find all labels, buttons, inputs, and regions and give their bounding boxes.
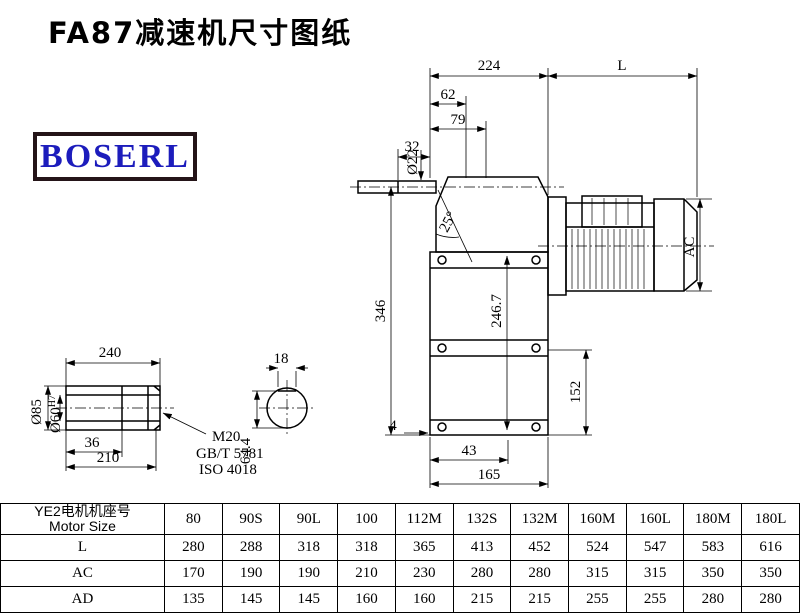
cell-AD-7: 255	[568, 586, 627, 613]
cell-AC-8: 315	[625, 560, 685, 587]
cell-AC-0: 170	[164, 560, 223, 587]
cell-AD-4: 160	[394, 586, 454, 613]
cell-AC-9: 350	[683, 560, 743, 587]
cell-L-6: 452	[510, 534, 570, 561]
dim-64-4-label: 64.4	[238, 437, 254, 464]
dim-dia60H7-label: Ø60H7	[47, 395, 64, 433]
cell-AD-3: 160	[337, 586, 396, 613]
motor	[547, 195, 698, 296]
standard-gbt-label: GB/T 5781	[196, 446, 264, 462]
page-title: FA87减速机尺寸图纸	[48, 16, 353, 50]
dim-79-label: 79	[451, 112, 466, 128]
dim-18-label: 18	[274, 351, 289, 367]
motor-size-header-cell: YE2电机机座号 Motor Size	[0, 503, 165, 535]
cell-AC-5: 280	[452, 560, 512, 587]
col-180M: 180M	[683, 503, 743, 535]
cell-AC-3: 210	[337, 560, 396, 587]
dimensions-main: 224 L 62 79 32 Ø22 25° 346 246.7 AC 152 …	[373, 58, 712, 488]
cell-L-0: 280	[164, 534, 223, 561]
col-132S: 132S	[452, 503, 512, 535]
cell-AD-6: 215	[510, 586, 570, 613]
cell-AD-5: 215	[452, 586, 512, 613]
col-160M: 160M	[568, 503, 627, 535]
col-112M: 112M	[394, 503, 454, 535]
cell-AD-9: 280	[683, 586, 743, 613]
cell-L-9: 583	[683, 534, 743, 561]
technical-drawing: 224 L 62 79 32 Ø22 25° 346 246.7 AC 152 …	[29, 58, 714, 488]
cell-AC-6: 280	[510, 560, 570, 587]
cell-AD-10: 280	[741, 586, 800, 613]
motor-size-header-en: Motor Size	[49, 518, 116, 534]
shaft-detail: 240 Ø85 Ø60H7 36 210 M20 GB/T 5781 ISO 4…	[29, 345, 264, 478]
dim-4-label: 4	[389, 418, 397, 434]
dim-43-label: 43	[462, 443, 477, 459]
col-160L: 160L	[625, 503, 685, 535]
dim-165-label: 165	[478, 467, 501, 483]
table-row-AD: AD 135 145 145 160 160 215 215 255 255 2…	[0, 586, 800, 613]
cell-L-10: 616	[741, 534, 800, 561]
boserl-logo-text: BOSERL	[40, 137, 190, 175]
row-L-label: L	[0, 534, 165, 561]
dim-AC-label: AC	[682, 237, 698, 258]
thread-m20-label: M20	[212, 429, 240, 445]
dim-36-label: 36	[85, 435, 101, 451]
dim-224-label: 224	[478, 58, 501, 74]
cell-L-7: 524	[568, 534, 627, 561]
cell-AC-4: 230	[394, 560, 454, 587]
dim-246-7-label: 246.7	[489, 294, 505, 328]
cell-AC-1: 190	[221, 560, 281, 587]
dim-dia22-label: Ø22	[405, 149, 421, 175]
motor-top-box	[581, 195, 643, 228]
cell-L-2: 318	[279, 534, 339, 561]
centerlines	[56, 186, 714, 436]
cell-AD-1: 145	[221, 586, 281, 613]
cell-L-5: 413	[452, 534, 512, 561]
cell-AD-0: 135	[164, 586, 223, 613]
cell-AD-8: 255	[625, 586, 685, 613]
dim-angle25-label: 25°	[436, 209, 460, 235]
row-AC-label: AC	[0, 560, 165, 587]
dim-240-label: 240	[99, 345, 122, 361]
dim-dia85-label: Ø85	[29, 399, 45, 425]
cell-L-4: 365	[394, 534, 454, 561]
cell-AC-2: 190	[279, 560, 339, 587]
cell-L-1: 288	[221, 534, 281, 561]
dim-32-label: 32	[405, 139, 420, 155]
dim-346-label: 346	[373, 299, 389, 322]
col-180L: 180L	[741, 503, 800, 535]
standard-iso-label: ISO 4018	[199, 462, 257, 478]
dim-62-label: 62	[441, 87, 456, 103]
cell-AC-7: 315	[568, 560, 627, 587]
input-shaft	[357, 180, 437, 194]
cell-L-3: 318	[337, 534, 396, 561]
col-100: 100	[337, 503, 396, 535]
motor-body	[565, 202, 655, 292]
table-header-row: YE2电机机座号 Motor Size 80 90S 90L 100 112M …	[0, 503, 800, 535]
table-row-L: L 280 288 318 318 365 413 452 524 547 58…	[0, 534, 800, 561]
dim-210-label: 210	[97, 450, 120, 466]
table-row-AC: AC 170 190 190 210 230 280 280 315 315 3…	[0, 560, 800, 587]
dim-L-label: L	[617, 58, 626, 74]
motor-size-table: YE2电机机座号 Motor Size 80 90S 90L 100 112M …	[0, 503, 800, 613]
boserl-logo: BOSERL	[33, 132, 197, 181]
shaft-section-detail: 18 64.4	[238, 351, 308, 464]
cell-L-8: 547	[625, 534, 685, 561]
cell-AC-10: 350	[741, 560, 800, 587]
motor-size-header-cn: YE2电机机座号	[34, 503, 131, 519]
motor-fins	[571, 198, 645, 289]
cell-AD-2: 145	[279, 586, 339, 613]
gearbox-housing	[357, 176, 549, 436]
col-90S: 90S	[221, 503, 281, 535]
col-90L: 90L	[279, 503, 339, 535]
col-132M: 132M	[510, 503, 570, 535]
row-AD-label: AD	[0, 586, 165, 613]
col-80: 80	[164, 503, 223, 535]
dim-152-label: 152	[568, 381, 584, 404]
